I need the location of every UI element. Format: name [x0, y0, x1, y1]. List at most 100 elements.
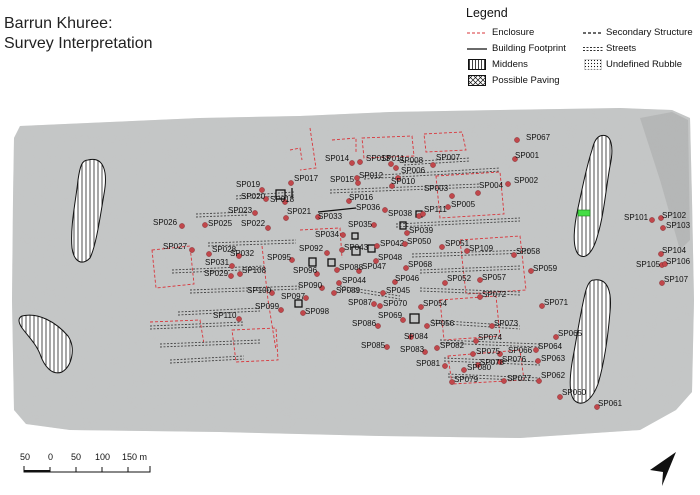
survey-point-marker[interactable]: [319, 285, 325, 291]
survey-point-marker[interactable]: [649, 217, 655, 223]
survey-point-marker[interactable]: [461, 367, 467, 373]
survey-point-sp018[interactable]: SP018: [270, 195, 295, 205]
survey-point-marker[interactable]: [442, 280, 448, 286]
survey-point-marker[interactable]: [282, 199, 288, 205]
survey-point-marker[interactable]: [346, 198, 352, 204]
survey-point-marker[interactable]: [334, 267, 340, 273]
survey-point-sp107[interactable]: SP107: [659, 275, 689, 286]
survey-point-marker[interactable]: [512, 156, 518, 162]
survey-point-marker[interactable]: [303, 295, 309, 301]
survey-point-marker[interactable]: [263, 196, 269, 202]
survey-point-sp102[interactable]: SP102: [658, 211, 687, 221]
survey-point-marker[interactable]: [382, 207, 388, 213]
survey-point-marker[interactable]: [402, 241, 408, 247]
survey-point-sp066[interactable]: SP066: [497, 346, 533, 357]
survey-point-marker[interactable]: [331, 290, 337, 296]
survey-point-sp084[interactable]: SP084: [404, 332, 429, 341]
survey-point-sp002[interactable]: SP002: [505, 176, 539, 187]
survey-point-marker[interactable]: [477, 277, 483, 283]
survey-point-sp059[interactable]: SP059: [528, 264, 558, 274]
survey-point-marker[interactable]: [339, 247, 345, 253]
survey-point-sp011[interactable]: SP011: [381, 154, 405, 167]
survey-point-sp035[interactable]: SP035: [348, 220, 377, 229]
survey-point-sp044[interactable]: SP044: [336, 276, 367, 286]
survey-point-sp032[interactable]: SP032: [230, 249, 255, 259]
survey-point-marker[interactable]: [408, 334, 414, 340]
survey-point-sp070[interactable]: SP070: [377, 299, 408, 309]
survey-point-marker[interactable]: [314, 271, 320, 277]
survey-point-sp064[interactable]: SP064: [533, 342, 563, 353]
survey-point-marker[interactable]: [336, 280, 342, 286]
survey-point-sp045[interactable]: SP045: [380, 286, 411, 296]
survey-point-marker[interactable]: [389, 183, 395, 189]
survey-point-sp062[interactable]: SP062: [536, 371, 566, 384]
survey-point-sp083[interactable]: SP083: [400, 345, 428, 355]
survey-point-sp017[interactable]: SP017: [288, 174, 319, 186]
survey-point-sp006[interactable]: SP006: [395, 166, 426, 181]
survey-point-sp042[interactable]: SP042: [374, 239, 405, 249]
survey-point-sp080[interactable]: SP080: [461, 363, 492, 373]
survey-point-marker[interactable]: [278, 307, 284, 313]
survey-point-marker[interactable]: [228, 273, 234, 279]
survey-point-sp088[interactable]: SP088: [334, 263, 364, 273]
survey-point-sp025[interactable]: SP025: [202, 219, 233, 228]
survey-point-sp028[interactable]: SP028: [206, 245, 237, 257]
survey-point-sp048[interactable]: SP048: [373, 253, 403, 264]
survey-point-marker[interactable]: [422, 349, 428, 355]
survey-point-sp061[interactable]: SP061: [594, 399, 623, 410]
survey-point-marker[interactable]: [477, 294, 483, 300]
survey-point-marker[interactable]: [289, 257, 295, 263]
survey-point-marker[interactable]: [442, 363, 448, 369]
survey-point-sp111[interactable]: SP111: [420, 205, 447, 217]
survey-point-sp074[interactable]: SP074: [473, 333, 503, 344]
survey-point-marker[interactable]: [300, 310, 306, 316]
survey-point-sp033[interactable]: SP033: [315, 212, 343, 221]
survey-point-marker[interactable]: [400, 317, 406, 323]
survey-point-sp046[interactable]: SP046: [392, 274, 420, 285]
survey-point-sp014[interactable]: SP014: [325, 154, 355, 166]
survey-point-marker[interactable]: [269, 290, 275, 296]
survey-point-marker[interactable]: [536, 378, 542, 384]
survey-point-sp079[interactable]: SP079: [449, 375, 479, 385]
survey-point-sp007[interactable]: SP007: [430, 153, 461, 168]
survey-point-marker[interactable]: [283, 215, 289, 221]
survey-point-marker[interactable]: [259, 187, 265, 193]
survey-point-sp056[interactable]: SP056: [424, 319, 455, 329]
survey-point-marker[interactable]: [189, 247, 195, 253]
survey-point-marker[interactable]: [439, 244, 445, 250]
survey-point-marker[interactable]: [464, 248, 470, 254]
survey-point-marker[interactable]: [475, 190, 481, 196]
survey-point-sp052[interactable]: SP052: [442, 274, 472, 286]
survey-point-sp016[interactable]: SP016: [346, 193, 374, 204]
survey-point-sp081[interactable]: SP081: [416, 359, 448, 369]
survey-point-marker[interactable]: [475, 362, 481, 368]
survey-point-sp089[interactable]: SP089: [331, 286, 361, 296]
survey-point-marker[interactable]: [403, 265, 409, 271]
survey-point-sp067[interactable]: SP067: [514, 133, 551, 143]
survey-point-marker[interactable]: [384, 344, 390, 350]
survey-point-sp012[interactable]: SP012: [354, 171, 384, 181]
survey-point-sp001[interactable]: SP001: [512, 151, 540, 162]
survey-point-marker[interactable]: [501, 378, 507, 384]
survey-point-marker[interactable]: [265, 225, 271, 231]
survey-point-sp076[interactable]: SP076: [497, 355, 527, 365]
survey-point-marker[interactable]: [236, 316, 242, 322]
survey-point-marker[interactable]: [202, 222, 208, 228]
survey-point-sp101[interactable]: SP101: [624, 213, 655, 223]
survey-point-marker[interactable]: [357, 159, 363, 165]
survey-point-sp095[interactable]: SP095: [267, 253, 295, 263]
survey-point-sp092[interactable]: SP092: [299, 244, 330, 256]
survey-point-marker[interactable]: [533, 347, 539, 353]
survey-point-sp082[interactable]: SP082: [434, 341, 465, 351]
survey-point-marker[interactable]: [489, 323, 495, 329]
survey-point-marker[interactable]: [375, 323, 381, 329]
survey-point-marker[interactable]: [539, 303, 545, 309]
survey-point-marker[interactable]: [497, 351, 503, 357]
survey-point-sp075[interactable]: SP075: [470, 347, 501, 357]
survey-point-marker[interactable]: [388, 161, 394, 167]
survey-point-sp100[interactable]: SP100: [247, 286, 275, 296]
survey-point-sp020[interactable]: SP020: [241, 192, 269, 202]
survey-point-sp031[interactable]: SP031: [205, 258, 235, 269]
survey-point-marker[interactable]: [553, 334, 559, 340]
